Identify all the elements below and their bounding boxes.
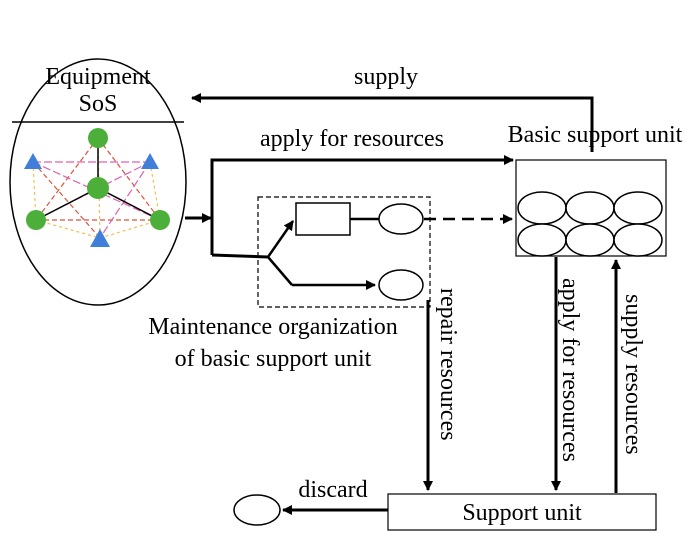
apply-for-resources-label: apply for resources xyxy=(260,126,444,152)
basic-support-unit-label: Basic support unit xyxy=(508,122,683,148)
equipment-title-line2: SoS xyxy=(79,91,118,117)
maintenance-label-line1: Maintenance organization xyxy=(148,314,397,340)
discard-ellipse xyxy=(233,494,281,526)
maintenance-organization-box xyxy=(257,196,431,308)
branch-lower-arrow xyxy=(267,256,293,286)
process-rectangle xyxy=(295,202,351,236)
trunk-line xyxy=(211,253,269,259)
support-unit-label: Support unit xyxy=(462,500,582,526)
maintenance-label-line2: of basic support unit xyxy=(175,346,372,372)
equipment-sos-ellipse xyxy=(9,58,187,306)
apply-for-resources-arrow xyxy=(210,155,514,255)
support-unit-box xyxy=(387,493,657,531)
apply-for-resources-vertical-label: apply for resources xyxy=(557,278,583,462)
repair-resources-label: repair resources xyxy=(435,288,461,441)
network-icon xyxy=(24,128,170,247)
discard-label: discard xyxy=(298,477,367,503)
equipment-title-line1: Equipment xyxy=(45,64,151,90)
supply-resources-label: supply resources xyxy=(620,294,646,455)
equipment-sos-group: Equipment SoS xyxy=(9,58,187,306)
branch-upper-arrow xyxy=(266,220,295,258)
supply-arrow xyxy=(191,93,594,152)
lower-ellipse xyxy=(378,269,424,301)
basic-support-unit-resources xyxy=(517,191,663,257)
upper-ellipse xyxy=(378,203,424,235)
supply-label: supply xyxy=(354,64,418,90)
